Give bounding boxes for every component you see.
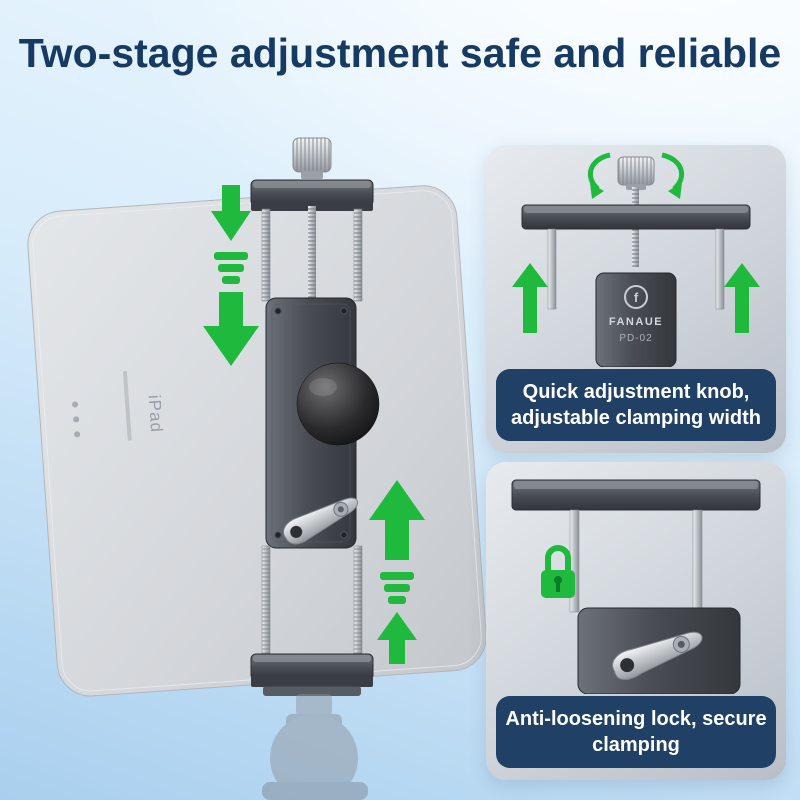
adjustment-knob [617, 156, 655, 190]
up-arrows-icon [369, 480, 425, 664]
callout-card-anti-loosening: Anti-loosening lock, secure clamping [486, 462, 786, 780]
locking-lever [283, 497, 359, 545]
top-clamp-bar [511, 479, 761, 511]
rotate-arrows-icon [587, 152, 685, 199]
brand-label: FANAUE [609, 316, 663, 328]
guide-rod [715, 228, 725, 310]
model-label: PD-02 [619, 333, 652, 344]
adjustment-knob [292, 137, 332, 179]
locking-lever [612, 631, 703, 681]
callout-text-anti-loosening: Anti-loosening lock, secure clamping [496, 696, 776, 768]
top-clamp-bar [521, 204, 751, 230]
anti-loosening-illustration [486, 462, 786, 694]
guide-rod [547, 228, 557, 310]
callout-card-quick-adjustment: f FANAUE PD-02 Quick adjustment knob, ad… [486, 145, 786, 453]
speaker-dot [74, 431, 81, 438]
ball-head [296, 362, 380, 446]
speaker-dot [72, 401, 79, 408]
regulatory-text [123, 370, 132, 441]
guide-rod [692, 509, 703, 613]
center-block: f FANAUE PD-02 [595, 272, 677, 367]
tripod-mount [262, 694, 368, 800]
page-title: Two-stage adjustment safe and reliable [18, 30, 782, 76]
tablet: iPad [27, 185, 487, 697]
brand-logo-icon [624, 285, 648, 309]
down-arrows-icon [203, 185, 259, 366]
svg-text:f: f [634, 290, 639, 305]
bottom-clamp-bar [250, 653, 374, 696]
callout-text-quick-adjustment: Quick adjustment knob, adjustable clampi… [496, 369, 776, 441]
speaker-dot [73, 416, 80, 423]
lock-icon [541, 545, 575, 598]
clamp-assembly [250, 137, 380, 800]
tablet-brand-label: iPad [145, 394, 167, 433]
quick-adjustment-illustration: f FANAUE PD-02 [486, 145, 786, 367]
up-arrows-icon [512, 263, 760, 333]
